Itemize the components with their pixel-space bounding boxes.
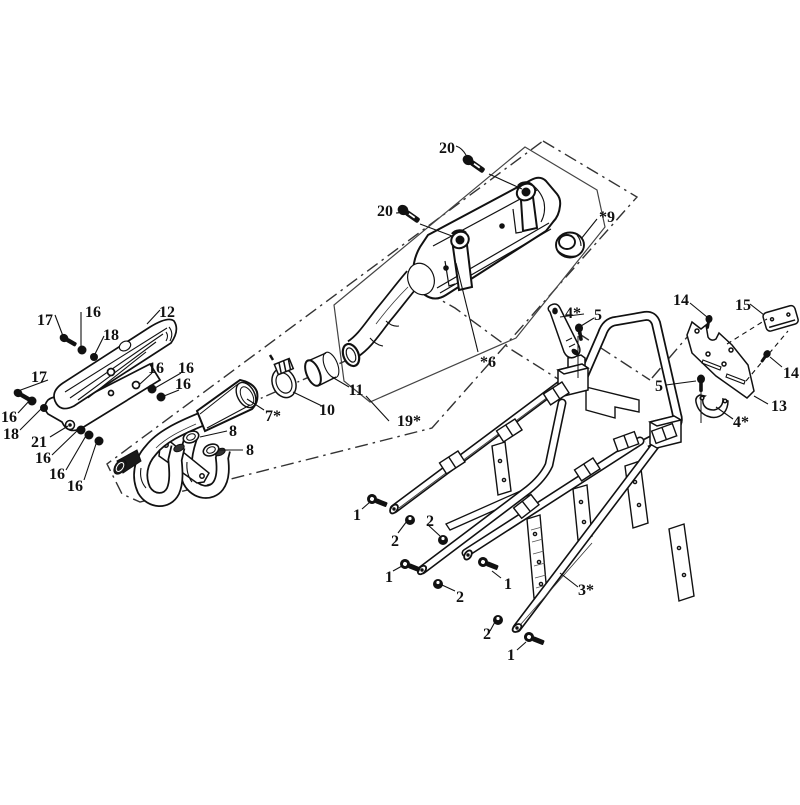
svg-text:20: 20 [439,140,455,157]
svg-text:2: 2 [391,533,399,550]
svg-text:17: 17 [37,312,53,329]
svg-text:13: 13 [771,398,787,415]
svg-text:12: 12 [159,304,175,321]
svg-text:14: 14 [783,365,799,382]
svg-text:15: 15 [735,297,751,314]
svg-text:8: 8 [229,423,237,440]
svg-text:18: 18 [103,327,119,344]
svg-text:16: 16 [49,466,65,483]
svg-text:10: 10 [319,402,335,419]
svg-text:1: 1 [385,569,393,586]
svg-text:1: 1 [507,647,515,664]
svg-text:5: 5 [594,307,602,324]
svg-text:16: 16 [148,360,164,377]
svg-text:5: 5 [655,378,663,395]
svg-text:19*: 19* [397,413,421,430]
svg-text:*6: *6 [480,354,496,371]
svg-text:3*: 3* [578,582,594,599]
svg-text:2: 2 [456,589,464,606]
svg-text:2: 2 [426,513,434,530]
svg-text:1: 1 [353,507,361,524]
svg-text:8: 8 [246,442,254,459]
svg-text:20: 20 [377,203,393,220]
svg-text:21: 21 [31,434,47,451]
svg-text:4*: 4* [565,305,581,322]
svg-text:16: 16 [175,376,191,393]
svg-text:4*: 4* [733,414,749,431]
svg-text:16: 16 [178,360,194,377]
svg-text:17: 17 [31,369,47,386]
svg-text:16: 16 [67,478,83,495]
svg-text:7*: 7* [265,408,281,425]
svg-text:*9: *9 [599,209,615,226]
svg-text:16: 16 [35,450,51,467]
svg-text:2: 2 [483,626,491,643]
svg-text:14: 14 [673,292,689,309]
svg-text:16: 16 [85,304,101,321]
svg-text:16: 16 [1,409,17,426]
svg-text:11: 11 [348,382,363,399]
svg-text:1: 1 [504,576,512,593]
svg-text:18: 18 [3,426,19,443]
